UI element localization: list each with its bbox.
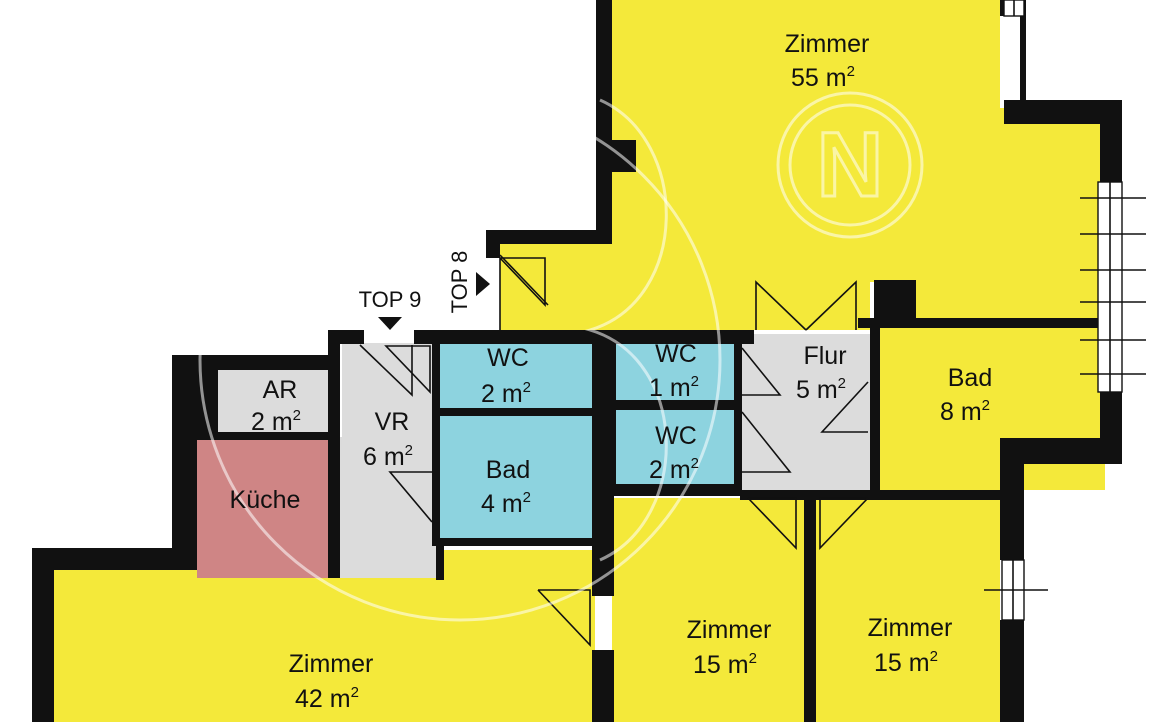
- zimmer-mid-area: 15 m2: [693, 650, 757, 679]
- top8-arrow-icon: [476, 272, 490, 296]
- wc-3-name: WC: [655, 422, 697, 450]
- room-vr[interactable]: [340, 343, 436, 578]
- room-zimmer-mid[interactable]: [612, 498, 805, 722]
- wc-2-name: WC: [655, 340, 697, 368]
- ar-area: 2 m2: [251, 407, 301, 436]
- room-zimmer-right[interactable]: [816, 498, 1000, 722]
- windows: [984, 0, 1146, 621]
- flur-area: 5 m2: [796, 375, 846, 404]
- zimmer-right-area: 15 m2: [874, 648, 938, 677]
- zimmer-right-name: Zimmer: [868, 614, 953, 642]
- room-zimmer-left[interactable]: [52, 550, 595, 722]
- ar-name: AR: [263, 376, 298, 404]
- room-zimmer-top-ext: [500, 243, 612, 332]
- bad-left-name: Bad: [486, 456, 530, 484]
- zimmer-top-area: 55 m2: [791, 63, 855, 92]
- doors: [359, 254, 869, 648]
- zimmer-left-area: 42 m2: [295, 684, 359, 713]
- room-flur[interactable]: [740, 334, 875, 494]
- wc-1-name: WC: [487, 344, 529, 372]
- bad-left-area: 4 m2: [481, 489, 531, 518]
- watermark: N: [198, 91, 924, 622]
- room-ar[interactable]: [218, 370, 336, 432]
- top9-label: TOP 9: [359, 287, 422, 312]
- room-fills: [52, 0, 1105, 722]
- vr-area: 6 m2: [363, 442, 413, 471]
- walls: [32, 0, 1122, 722]
- kueche-name: Küche: [230, 486, 301, 514]
- wc-2-area: 1 m2: [649, 373, 699, 402]
- room-wc-2[interactable]: [615, 340, 735, 400]
- zimmer-top-name: Zimmer: [785, 30, 870, 58]
- entrance-markers: TOP 9 TOP 8: [359, 251, 490, 330]
- room-zimmer-top[interactable]: [500, 0, 1105, 330]
- top8-label: TOP 8: [447, 251, 472, 314]
- room-labels: Zimmer 55 m2 Bad 8 m2 Flur 5 m2 WC 2 m2 …: [230, 30, 993, 713]
- flur-name: Flur: [803, 342, 846, 370]
- room-bad-right[interactable]: [880, 327, 1105, 490]
- bad-right-area: 8 m2: [940, 397, 990, 426]
- vr-name: VR: [375, 408, 410, 436]
- room-wc-3[interactable]: [615, 410, 735, 486]
- top9-arrow-icon: [378, 317, 402, 330]
- wc-1-area: 2 m2: [481, 379, 531, 408]
- zimmer-mid-name: Zimmer: [687, 616, 772, 644]
- zimmer-left-name: Zimmer: [289, 650, 374, 678]
- bad-right-name: Bad: [948, 364, 992, 392]
- wc-3-area: 2 m2: [649, 455, 699, 484]
- room-bad-left[interactable]: [440, 416, 592, 540]
- room-wc-1[interactable]: [440, 344, 592, 410]
- watermark-letter: N: [817, 114, 883, 216]
